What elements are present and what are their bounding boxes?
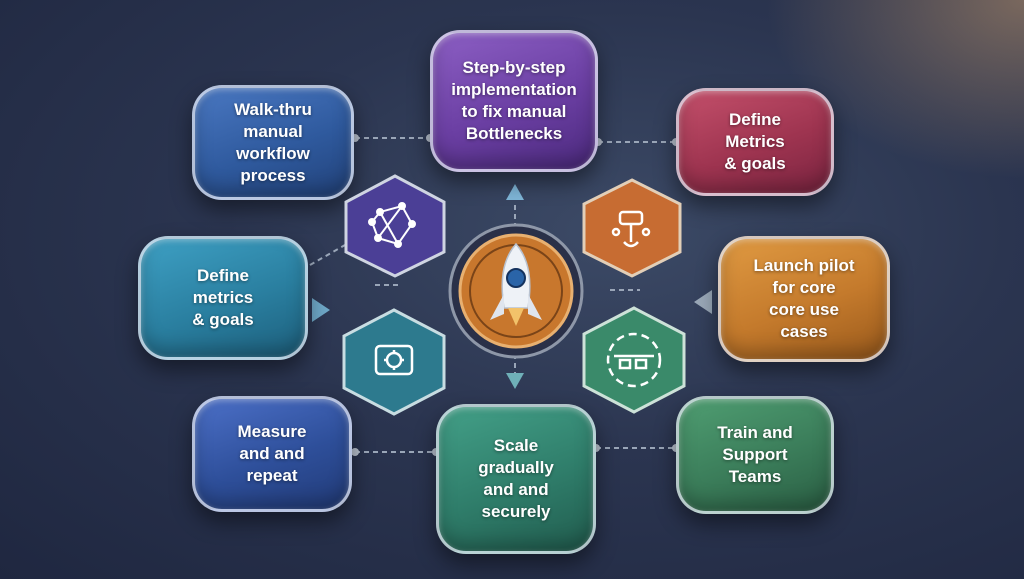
rocket-hub: [448, 223, 584, 359]
card-top-center: Step-by-step implementation to fix manua…: [430, 30, 598, 172]
card-top-left: Walk-thru manual workflow process: [192, 85, 354, 200]
arrow-right-icon: [312, 298, 330, 322]
card-bottom-right-text: Train and Support Teams: [717, 423, 793, 486]
card-mid-right-text: Launch pilot for core core use cases: [753, 256, 855, 341]
card-mid-left: Define metrics & goals: [138, 236, 308, 360]
conveyor-icon: [606, 332, 662, 388]
arrow-down-icon: [506, 373, 524, 389]
card-bottom-right: Train and Support Teams: [676, 396, 834, 514]
connector-midleft-hex: [309, 244, 346, 266]
arrow-left-icon: [694, 290, 712, 314]
hexagon-top-left: [344, 174, 446, 278]
card-top-right: Define Metrics & goals: [676, 88, 834, 196]
hexagon-bottom-right: [582, 306, 686, 414]
card-top-left-text: Walk-thru manual workflow process: [234, 99, 312, 185]
robot-arm-icon: [611, 210, 651, 248]
card-bottom-left: Measure and and repeat: [192, 396, 352, 512]
rocket-icon: [490, 242, 542, 326]
card-mid-right: Launch pilot for core core use cases: [718, 236, 890, 362]
card-mid-left-text: Define metrics & goals: [192, 266, 254, 329]
hexagon-top-right: [582, 178, 682, 278]
arrow-up-icon: [506, 184, 524, 200]
gear-dashboard-icon: [374, 344, 414, 376]
card-top-center-text: Step-by-step implementation to fix manua…: [451, 58, 577, 143]
hexagon-bottom-left: [342, 308, 446, 416]
card-top-right-text: Define Metrics & goals: [724, 110, 786, 173]
card-bottom-left-text: Measure and and repeat: [237, 422, 307, 485]
card-bottom-center-text: Scale gradually and and securely: [478, 436, 554, 521]
network-cube-icon: [368, 202, 416, 248]
card-bottom-center: Scale gradually and and securely: [436, 404, 596, 554]
